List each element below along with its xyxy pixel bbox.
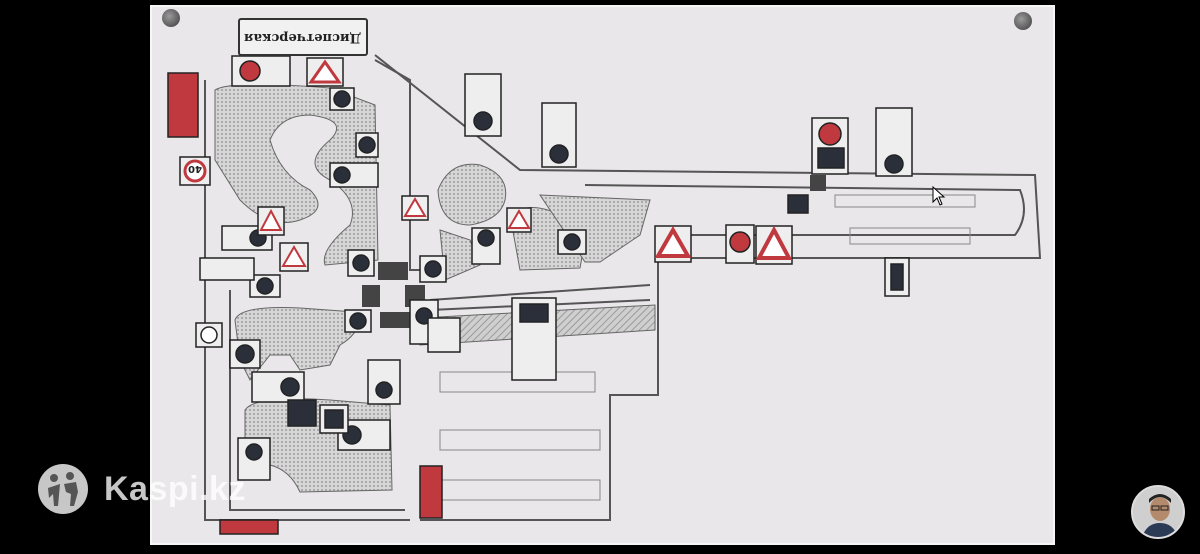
dispatch-office-label-box: Диспетчерская	[238, 18, 368, 56]
kaspi-people-logo-icon	[38, 464, 88, 514]
chevron-boards	[167, 72, 443, 535]
kaspi-watermark-text: Kaspi.kz	[104, 469, 246, 508]
prohibition-signs	[231, 55, 849, 264]
warning-signs	[257, 57, 793, 272]
presenter-webcam-avatar	[1131, 485, 1185, 539]
pin-top-left-icon	[162, 9, 180, 27]
misc-signs	[179, 156, 809, 348]
road-signs-blue	[221, 73, 913, 481]
pin-top-right-icon	[1014, 12, 1032, 30]
grass-zones	[214, 83, 656, 493]
kaspi-watermark: Kaspi.kz	[36, 462, 246, 516]
speed-limit-value: 40	[188, 163, 202, 174]
parking-signs	[287, 297, 557, 434]
mouse-pointer-icon	[932, 186, 946, 206]
dispatch-office-label: Диспетчерская	[244, 29, 362, 45]
presenter-face-icon	[1133, 487, 1183, 537]
